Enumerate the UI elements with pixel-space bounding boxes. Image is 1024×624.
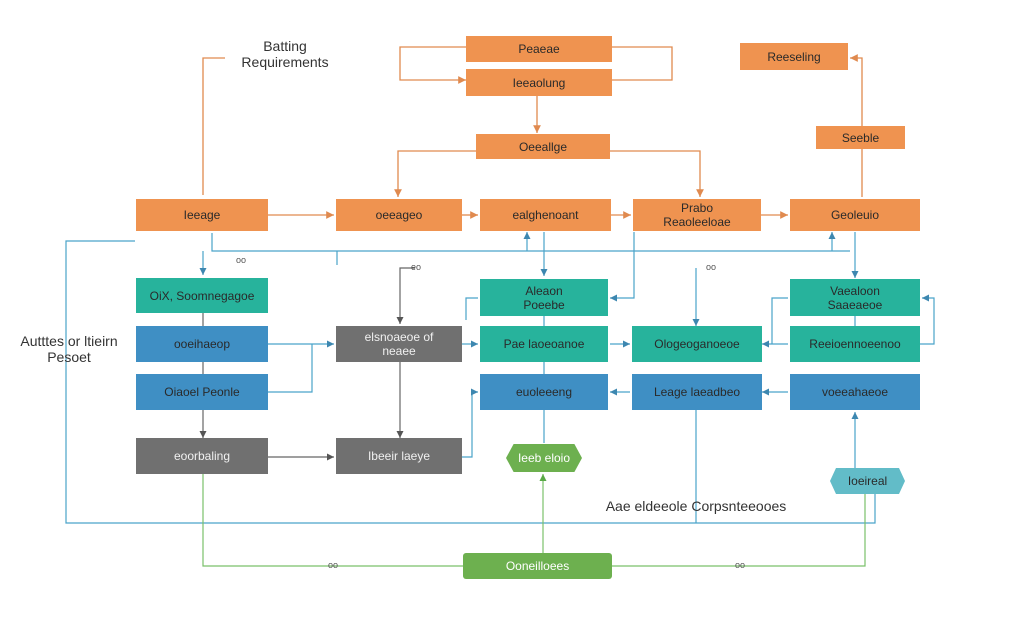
node-row1-d-line2: Reaoleeloae — [663, 215, 731, 229]
connector-mid-to-row1d — [610, 150, 704, 197]
node-row1-d: Prabo Reaoleeloae — [633, 199, 761, 231]
node-green-c: Ieeb eloio — [506, 444, 582, 472]
connector-tag: oo — [236, 255, 247, 265]
node-row1-c: ealghenoant — [480, 199, 611, 231]
node-teal-c2: Pae laoeoanoe — [480, 326, 608, 362]
left-side-label: Autttes or ltieirn Pesoet — [10, 333, 128, 365]
node-teal-r2-line2: Saaeaeoe — [827, 297, 883, 312]
node-top-right: Reeseling — [740, 43, 848, 70]
node-right-small: Seeble — [816, 126, 905, 149]
connector-teal-r3-loop — [920, 294, 935, 345]
node-gray-mid1-line1: elsnoaeoe of — [364, 330, 434, 344]
node-top2: Ieeaolung — [466, 69, 612, 96]
node-teal-c1-line2: Poeebe — [523, 297, 565, 312]
connector-tag: eo — [411, 262, 422, 272]
connector-tag-to-gray1 — [396, 267, 415, 324]
node-gray-left: eoorbaling — [136, 438, 268, 474]
node-blue-c: euoleeeng — [480, 374, 608, 410]
node-blue-r2: voeeahaeoe — [790, 374, 920, 410]
connector-mid-to-row1b — [394, 150, 476, 197]
connector-bus — [211, 233, 850, 252]
connector-teal-c1-side — [465, 297, 478, 320]
connector-tag: oo — [735, 560, 746, 570]
node-cyan-r: Ioeireal — [830, 468, 905, 494]
connector-tag: oo — [328, 560, 339, 570]
connector-blue-left2-to-gray — [268, 344, 313, 393]
left-side-label-line1: Autttes or ltieirn — [20, 333, 118, 349]
node-blue-left1: ooeihaeop — [136, 326, 268, 362]
connector-top-bracket — [399, 46, 466, 84]
node-teal-r2: Vaealoon Saaeaeoe — [790, 279, 920, 316]
requirements-label: Batting Requirements — [226, 38, 344, 70]
node-mid-center: Oeeallge — [476, 134, 610, 159]
connector-tag: oo — [706, 262, 717, 272]
node-teal-r1: Ologeoganoeoe — [632, 326, 762, 362]
connector-row1d-to-teal-c1 — [610, 232, 635, 302]
requirements-label-line2: Requirements — [241, 54, 329, 70]
connector-outer-loop — [65, 240, 876, 524]
node-teal-r3: Reeioennoeenoo — [790, 326, 920, 362]
node-row1-e: Geoleuio — [790, 199, 920, 231]
node-row1-d-line1: Prabo — [680, 201, 714, 215]
connector-gray2-to-blue-c — [462, 388, 478, 458]
connector-top1-to-topright — [612, 46, 673, 81]
node-row1-b: oeeageo — [336, 199, 462, 231]
connector-green-left — [202, 474, 463, 567]
connector-green-right — [612, 494, 866, 567]
requirements-label-line1: Batting — [263, 38, 307, 54]
node-teal-r2-line1: Vaealoon — [830, 283, 880, 298]
node-teal-left: OiX, Soomnegagoe — [136, 278, 268, 313]
connector-teal-r2-side — [771, 297, 788, 344]
connector-requirements-to-row1 — [202, 57, 225, 195]
node-teal-c1: Aleaon Poeebe — [480, 279, 608, 316]
connector-row1e-to-topright — [850, 54, 863, 197]
node-blue-r1: Leage laeadbeo — [632, 374, 762, 410]
node-gray-mid1: elsnoaeoe of neaee — [336, 326, 462, 362]
node-green-bottom: Ooneilloees — [463, 553, 612, 579]
node-gray-mid2: Ibeeir laeye — [336, 438, 462, 474]
node-top1: Peaeae — [466, 36, 612, 62]
left-side-label-line2: Pesoet — [47, 349, 91, 365]
node-teal-c1-line1: Aleaon — [525, 283, 563, 298]
node-blue-left2: Oiaoel Peonle — [136, 374, 268, 410]
node-gray-mid1-line2: neaee — [382, 344, 416, 358]
components-label: Aae eldeeole Corpsnteeooes — [605, 498, 787, 514]
node-row1-a: Ieeage — [136, 199, 268, 231]
